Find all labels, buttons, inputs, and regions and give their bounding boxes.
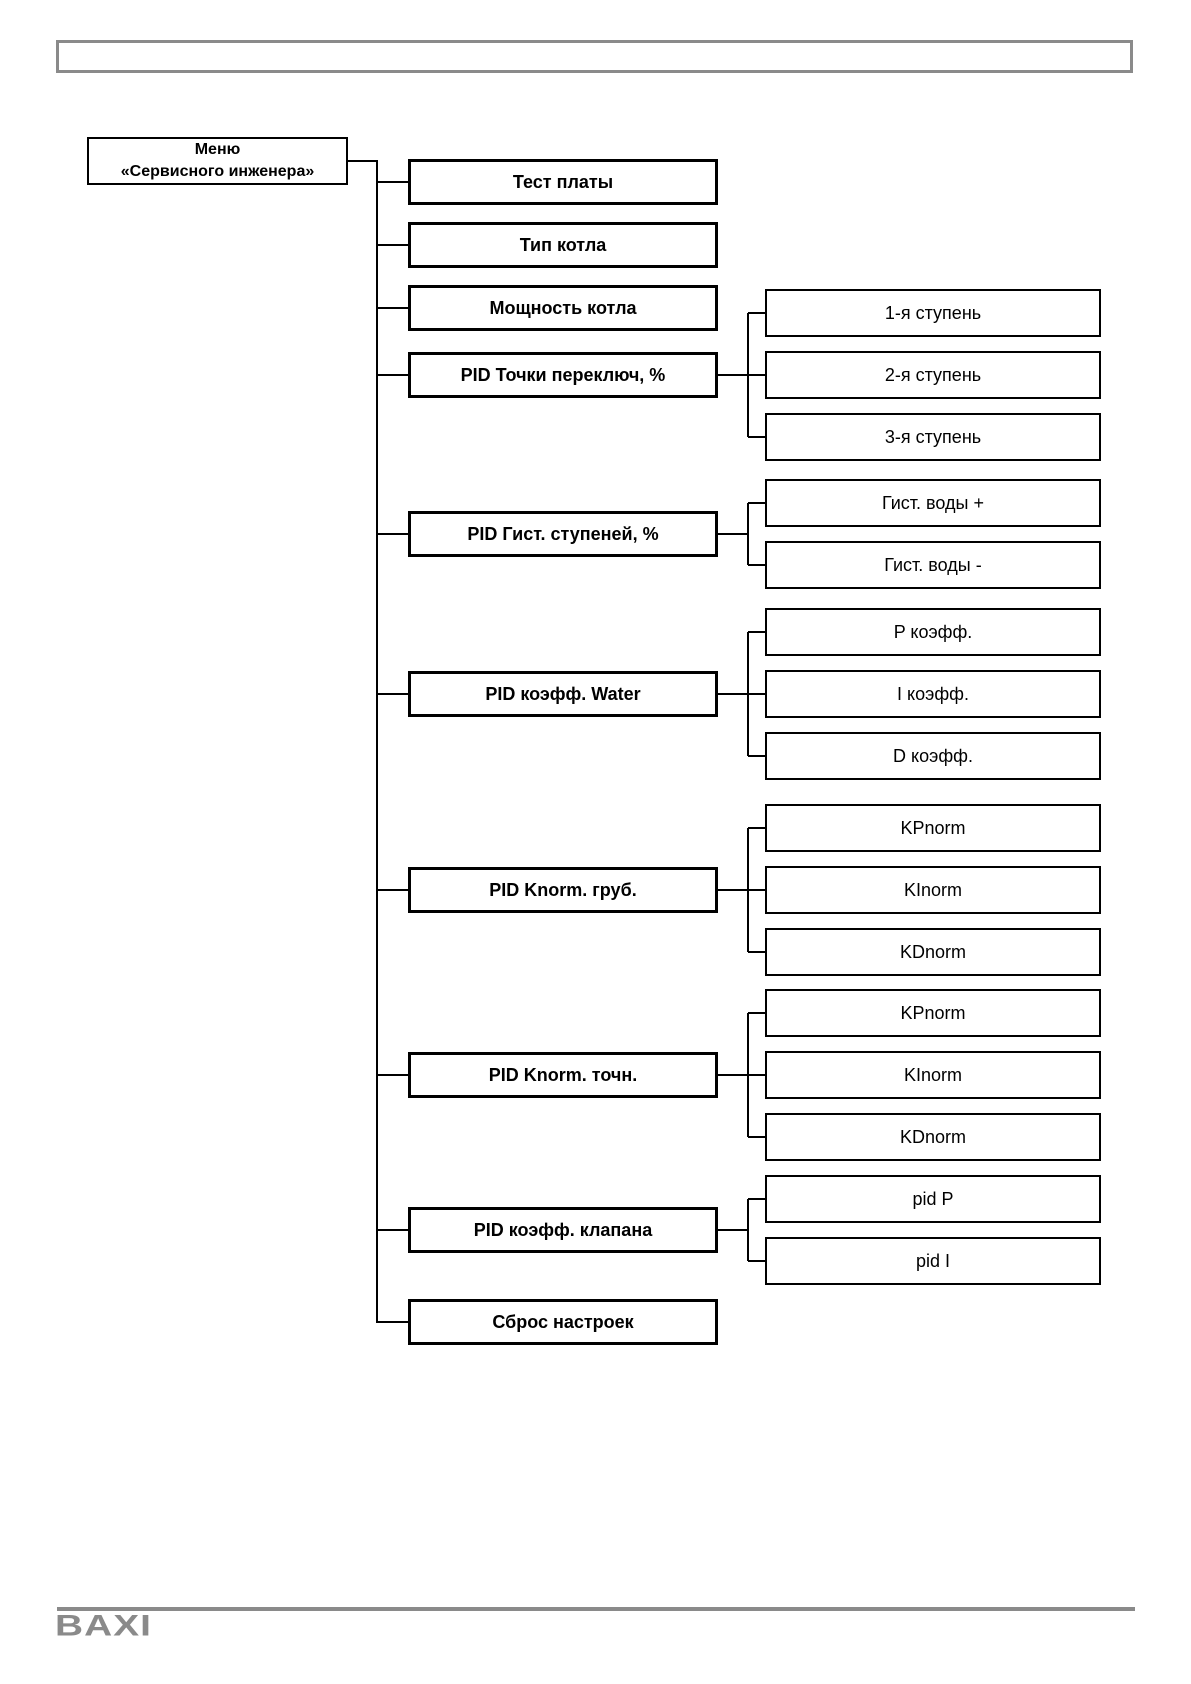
- submenu-node: KInorm: [765, 866, 1101, 914]
- submenu-node: Гист. воды +: [765, 479, 1101, 527]
- submenu-node: I коэфф.: [765, 670, 1101, 718]
- baxi-logo: BAXI: [55, 1609, 153, 1642]
- root-menu-line1: Меню: [194, 141, 241, 159]
- menu-node: Тип котла: [408, 222, 718, 268]
- menu-node: PID Knorm. точн.: [408, 1052, 718, 1098]
- tree-connector-path: [348, 160, 765, 1323]
- menu-node: Сброс настроек: [408, 1299, 718, 1345]
- submenu-node: P коэфф.: [765, 608, 1101, 656]
- menu-node: PID Knorm. груб.: [408, 867, 718, 913]
- root-menu-line2: «Сервисного инженера»: [120, 163, 315, 180]
- header-frame: [56, 40, 1133, 73]
- submenu-node: KDnorm: [765, 928, 1101, 976]
- menu-node: Мощность котла: [408, 285, 718, 331]
- submenu-node: 2-я ступень: [765, 351, 1101, 399]
- footer-divider: [57, 1607, 1135, 1611]
- menu-node: PID Точки переключ, %: [408, 352, 718, 398]
- menu-node: PID коэфф. Water: [408, 671, 718, 717]
- root-menu-box: Меню «Сервисного инженера»: [87, 137, 348, 185]
- submenu-node: 3-я ступень: [765, 413, 1101, 461]
- submenu-node: Гист. воды -: [765, 541, 1101, 589]
- submenu-node: 1-я ступень: [765, 289, 1101, 337]
- submenu-node: pid P: [765, 1175, 1101, 1223]
- menu-node: Тест платы: [408, 159, 718, 205]
- menu-node: PID коэфф. клапана: [408, 1207, 718, 1253]
- submenu-node: D коэфф.: [765, 732, 1101, 780]
- submenu-node: KPnorm: [765, 804, 1101, 852]
- submenu-node: KDnorm: [765, 1113, 1101, 1161]
- submenu-node: KPnorm: [765, 989, 1101, 1037]
- submenu-node: pid I: [765, 1237, 1101, 1285]
- menu-node: PID Гист. ступеней, %: [408, 511, 718, 557]
- submenu-node: KInorm: [765, 1051, 1101, 1099]
